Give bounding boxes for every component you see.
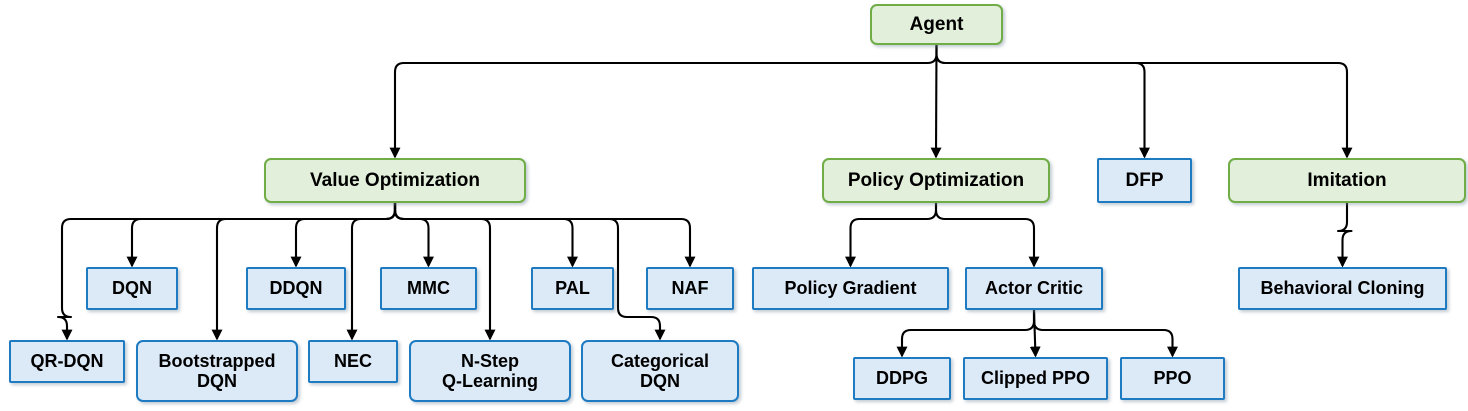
node-label-qr-dqn: QR-DQN [30,351,104,372]
node-label-imitation: Imitation [1307,169,1387,191]
node-label-value-optimization: Value Optimization [310,169,480,191]
edge-imitation-to-behavioral-cloning [1336,203,1353,268]
edge-policy-optimization-to-actor-critic [934,203,1040,268]
node-label-bootstrapped-dqn: Bootstrapped DQN [158,350,276,391]
edge-actor-critic-to-ppo [1032,310,1178,358]
node-label-ppo: PPO [1153,368,1192,389]
node-label-mmc: MMC [407,278,450,299]
node-mmc[interactable]: MMC [380,267,477,310]
edge-actor-critic-to-ddpg [896,310,1036,358]
edge-value-optimization-to-ddqn [290,203,397,268]
node-agent[interactable]: Agent [870,4,1003,45]
node-clipped-ppo[interactable]: Clipped PPO [963,357,1108,400]
node-label-pal: PAL [555,278,590,299]
node-policy-gradient[interactable]: Policy Gradient [752,267,949,310]
node-label-policy-gradient: Policy Gradient [784,278,917,299]
node-value-optimization[interactable]: Value Optimization [264,158,526,203]
edge-value-optimization-to-mmc [393,203,434,268]
node-label-dqn: DQN [112,278,152,299]
edge-agent-to-imitation [935,45,1353,159]
node-naf[interactable]: NAF [646,267,734,310]
edge-agent-to-value-optimization [389,45,938,159]
node-bootstrapped-dqn[interactable]: Bootstrapped DQN [136,340,298,402]
node-label-ddpg: DDPG [875,368,928,389]
node-dqn[interactable]: DQN [86,267,178,310]
node-label-ddqn: DDQN [269,278,323,299]
node-ddpg[interactable]: DDPG [853,357,951,400]
node-n-step-q-learning[interactable]: N-Step Q-Learning [409,340,571,402]
node-label-actor-critic: Actor Critic [984,278,1083,299]
node-label-n-step-q-learning: N-Step Q-Learning [441,350,538,391]
edge-policy-optimization-to-policy-gradient [845,203,938,268]
node-policy-optimization[interactable]: Policy Optimization [822,158,1050,203]
node-nec[interactable]: NEC [308,340,398,383]
edge-value-optimization-to-pal [393,203,578,268]
node-label-naf: NAF [671,278,709,299]
node-label-categorical-dqn: Categorical DQN [610,350,710,391]
edge-value-optimization-to-dqn [126,203,397,268]
node-categorical-dqn[interactable]: Categorical DQN [581,340,739,402]
node-dfp[interactable]: DFP [1097,158,1192,203]
edge-value-optimization-to-naf [393,203,696,268]
node-label-dfp: DFP [1125,169,1164,191]
node-ppo[interactable]: PPO [1120,357,1225,400]
node-ddqn[interactable]: DDQN [246,267,346,310]
edge-actor-critic-to-clipped-ppo [1029,309,1041,358]
node-label-behavioral-cloning: Behavioral Cloning [1260,278,1425,299]
node-actor-critic[interactable]: Actor Critic [965,267,1103,310]
edge-agent-to-dfp [935,45,1150,159]
node-label-agent: Agent [909,13,964,35]
node-qr-dqn[interactable]: QR-DQN [9,340,125,383]
node-label-clipped-ppo: Clipped PPO [980,368,1090,389]
node-imitation[interactable]: Imitation [1228,158,1466,203]
node-label-policy-optimization: Policy Optimization [847,169,1025,191]
edge-agent-to-policy-optimization [930,44,942,159]
node-behavioral-cloning[interactable]: Behavioral Cloning [1238,267,1447,310]
node-pal[interactable]: PAL [531,267,614,310]
node-label-nec: NEC [333,351,372,372]
